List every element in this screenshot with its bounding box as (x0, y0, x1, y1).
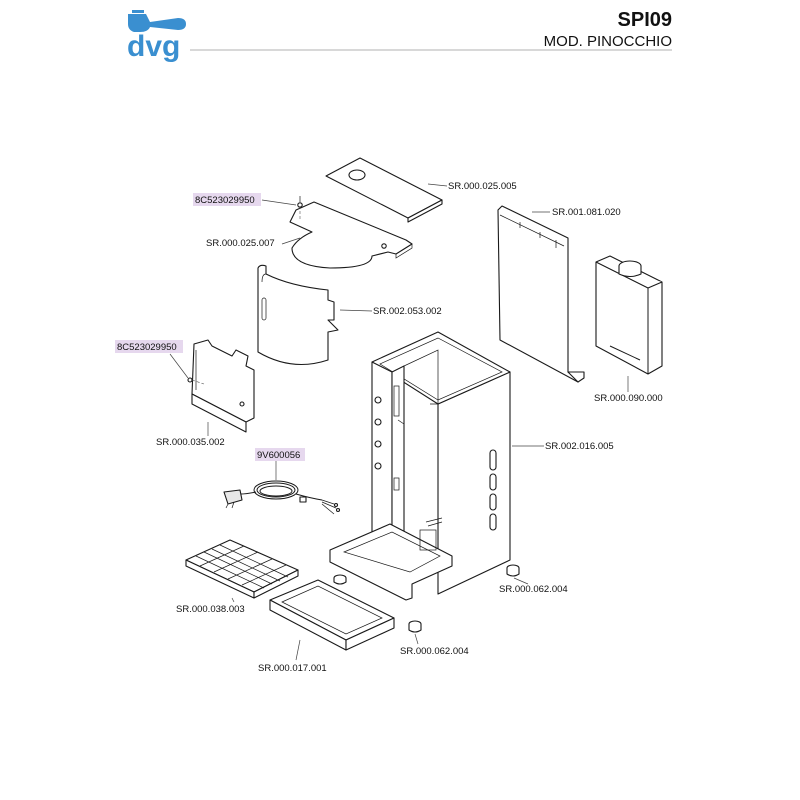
label-lid: SR.000.025.005 (448, 181, 517, 192)
label-tank: SR.000.090.000 (594, 393, 663, 404)
screw-icon (187, 377, 193, 383)
logo-cup-icon (128, 14, 186, 32)
part-power-cable (223, 480, 341, 515)
part-top-plate (289, 196, 413, 269)
logo-text: dvg (127, 30, 180, 63)
label-foot-right: SR.000.062.004 (499, 584, 568, 595)
label-foot-front: SR.000.062.004 (400, 646, 469, 657)
label-grid: SR.000.038.003 (176, 604, 245, 615)
part-lid (325, 157, 443, 223)
part-bracket (187, 339, 255, 433)
brand-logo: dvg (127, 10, 186, 63)
logo-bar-icon (132, 10, 144, 13)
part-drip-tray (269, 579, 395, 651)
part-cylinder (257, 264, 339, 365)
label-bracket: SR.000.035.002 (156, 437, 225, 448)
label-tray: SR.000.017.001 (258, 663, 327, 674)
part-back-panel (497, 205, 585, 383)
label-screw-left: 8C523029950 (117, 342, 177, 353)
part-drip-grid (185, 539, 299, 599)
part-tank (595, 255, 663, 375)
label-cylinder: SR.002.053.002 (373, 306, 442, 317)
label-back-panel: SR.001.081.020 (552, 207, 621, 218)
label-cable: 9V600056 (257, 450, 300, 461)
model-name: MOD. PINOCCHIO (544, 33, 672, 50)
highlight-cable (255, 448, 305, 461)
label-frame: SR.002.016.005 (545, 441, 614, 452)
highlight-screw-top (193, 193, 261, 206)
highlight-screw-left (115, 340, 183, 353)
label-screw-top: 8C523029950 (195, 195, 255, 206)
model-code: SPI09 (618, 9, 672, 31)
screw-icon (239, 401, 245, 407)
part-frame (329, 331, 520, 633)
label-top-plate: SR.000.025.007 (206, 238, 275, 249)
screw-icon (381, 243, 387, 249)
